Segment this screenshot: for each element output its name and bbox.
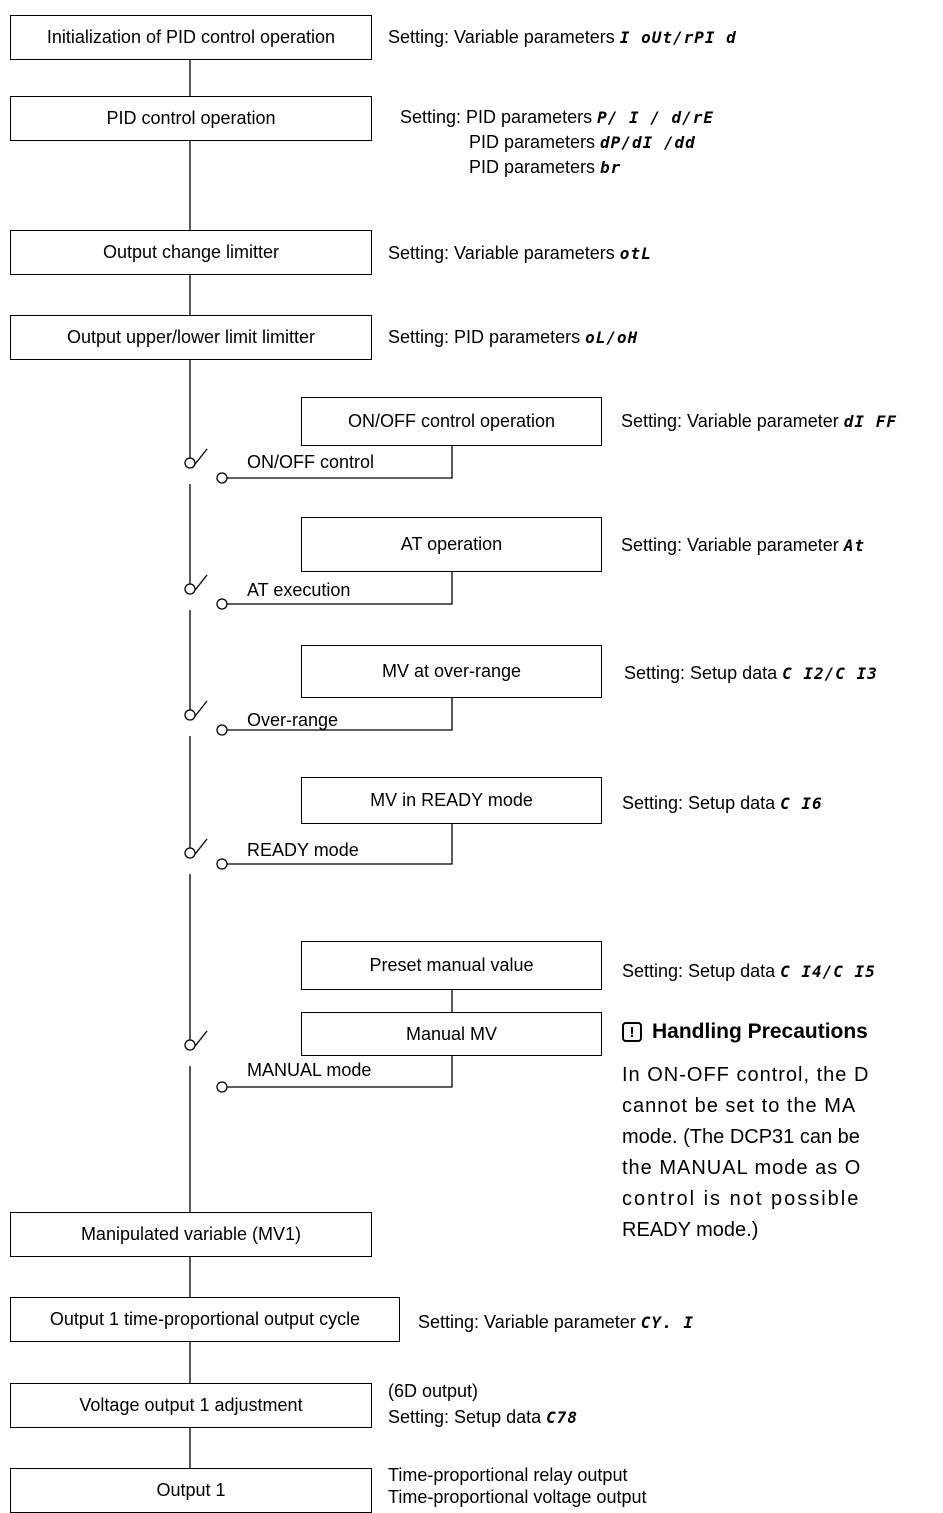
pid-setting-1: Setting: PID parameters P/ I / d/rE	[400, 106, 714, 129]
handling-title-text: Handling Precautions	[652, 1020, 868, 1043]
handling-line: control is not possible	[622, 1188, 861, 1210]
overrange-box-label: MV at over-range	[381, 661, 522, 681]
setting-text: PID parameters	[469, 157, 601, 177]
output1-box: Output 1	[10, 1468, 372, 1513]
handling-line: mode. (The DCP31 can be	[622, 1126, 860, 1148]
ready-setting: Setting: Setup data C I6	[622, 792, 823, 815]
setting-text: Setting: Variable parameter	[621, 535, 844, 555]
param-code: At	[843, 536, 866, 555]
at-switch-label: AT execution	[247, 580, 351, 600]
at-setting: Setting: Variable parameter At	[621, 534, 865, 557]
setting-text: PID parameters	[469, 132, 601, 152]
handling-line: In ON-OFF control, the D	[622, 1064, 870, 1086]
init-label: Initialization of PID control operation	[46, 27, 336, 47]
at-box: AT operation	[301, 517, 602, 572]
onoff-switch-label: ON/OFF control	[247, 452, 375, 472]
overrange-box: MV at over-range	[301, 645, 602, 698]
onoff-box: ON/OFF control operation	[301, 397, 602, 446]
setting-text: Setting: Setup data	[624, 663, 783, 683]
output-type-2: Time-proportional voltage output	[388, 1487, 647, 1507]
param-code: dP/dI /dd	[600, 133, 696, 152]
param-code: C I6	[780, 794, 823, 813]
setting-text: Setting: Setup data	[388, 1407, 547, 1427]
voltage-adj-box: Voltage output 1 adjustment	[10, 1383, 372, 1428]
pid-setting-2: PID parameters dP/dI /dd	[469, 131, 696, 154]
change-setting: Setting: Variable parameters otL	[388, 242, 652, 265]
pid-box: PID control operation	[10, 96, 372, 141]
param-code: oL/oH	[585, 328, 639, 347]
manual-box: Manual MV	[301, 1012, 602, 1056]
cycle-label: Output 1 time-proportional output cycle	[49, 1309, 361, 1329]
setting-text: Setting: PID parameters	[388, 327, 586, 347]
cycle-box: Output 1 time-proportional output cycle	[10, 1297, 400, 1342]
onoff-box-label: ON/OFF control operation	[347, 411, 556, 431]
setting-text: Setting: Setup data	[622, 793, 781, 813]
voltage-adj-label: Voltage output 1 adjustment	[79, 1395, 303, 1415]
setting-text: Setting: Variable parameter	[621, 411, 844, 431]
param-code: br	[600, 158, 622, 177]
preset-box-label: Preset manual value	[369, 955, 534, 975]
handling-line: the MANUAL mode as O	[622, 1157, 862, 1179]
warning-icon: !	[622, 1022, 642, 1042]
change-limiter-box: Output change limitter	[10, 230, 372, 275]
cycle-setting: Setting: Variable parameter CY. I	[418, 1311, 694, 1334]
mv1-box: Manipulated variable (MV1)	[10, 1212, 372, 1257]
voltage-note: (6D output)	[388, 1381, 479, 1401]
param-code: P/ I / d/rE	[597, 108, 715, 127]
ready-switch-label: READY mode	[247, 840, 359, 860]
manual-box-label: Manual MV	[405, 1023, 498, 1044]
mv1-label: Manipulated variable (MV1)	[80, 1224, 302, 1244]
param-code: dI FF	[843, 412, 897, 431]
pid-label: PID control operation	[106, 108, 276, 128]
pid-setting-3: PID parameters br	[469, 156, 621, 179]
setting-text: Setting: Setup data	[622, 961, 781, 981]
handling-line: READY mode.)	[622, 1219, 759, 1241]
setting-text: Setting: PID parameters	[400, 107, 598, 127]
onoff-setting: Setting: Variable parameter dI FF	[621, 410, 897, 433]
init-setting: Setting: Variable parameters I oUt/rPI d	[388, 26, 737, 49]
preset-box: Preset manual value	[301, 941, 602, 990]
output-type-1: Time-proportional relay output	[388, 1465, 628, 1485]
voltage-setting: Setting: Setup data C78	[388, 1406, 578, 1429]
setting-text: Setting: Variable parameters	[388, 27, 620, 47]
init-box: Initialization of PID control operation	[10, 15, 372, 60]
param-code: otL	[619, 244, 652, 263]
overrange-switch-label: Over-range	[247, 710, 339, 730]
handling-line: cannot be set to the MA	[622, 1095, 857, 1117]
param-code: C78	[546, 1408, 579, 1427]
at-box-label: AT operation	[400, 534, 503, 554]
limit-limiter-label: Output upper/lower limit limitter	[66, 327, 316, 347]
setting-text: Setting: Variable parameter	[418, 1312, 641, 1332]
ready-box-label: MV in READY mode	[370, 790, 533, 810]
limit-setting: Setting: PID parameters oL/oH	[388, 326, 638, 349]
param-code: C I2/C I3	[782, 664, 878, 683]
limit-limiter-box: Output upper/lower limit limitter	[10, 315, 372, 360]
change-limiter-label: Output change limitter	[102, 242, 280, 262]
manual-switch-label: MANUAL mode	[247, 1060, 372, 1080]
output1-label: Output 1	[156, 1480, 226, 1500]
setting-text: Setting: Variable parameters	[388, 243, 620, 263]
handling-precautions-title: ! Handling Precautions	[622, 1020, 868, 1044]
overrange-setting: Setting: Setup data C I2/C I3	[624, 662, 878, 685]
ready-box: MV in READY mode	[301, 777, 602, 824]
preset-setting: Setting: Setup data C I4/C I5	[622, 960, 876, 983]
param-code: I oUt/rPI d	[619, 28, 737, 47]
param-code: CY. I	[640, 1313, 694, 1332]
handling-precautions-body: In ON-OFF control, the D cannot be set t…	[622, 1060, 943, 1246]
param-code: C I4/C I5	[780, 962, 876, 981]
